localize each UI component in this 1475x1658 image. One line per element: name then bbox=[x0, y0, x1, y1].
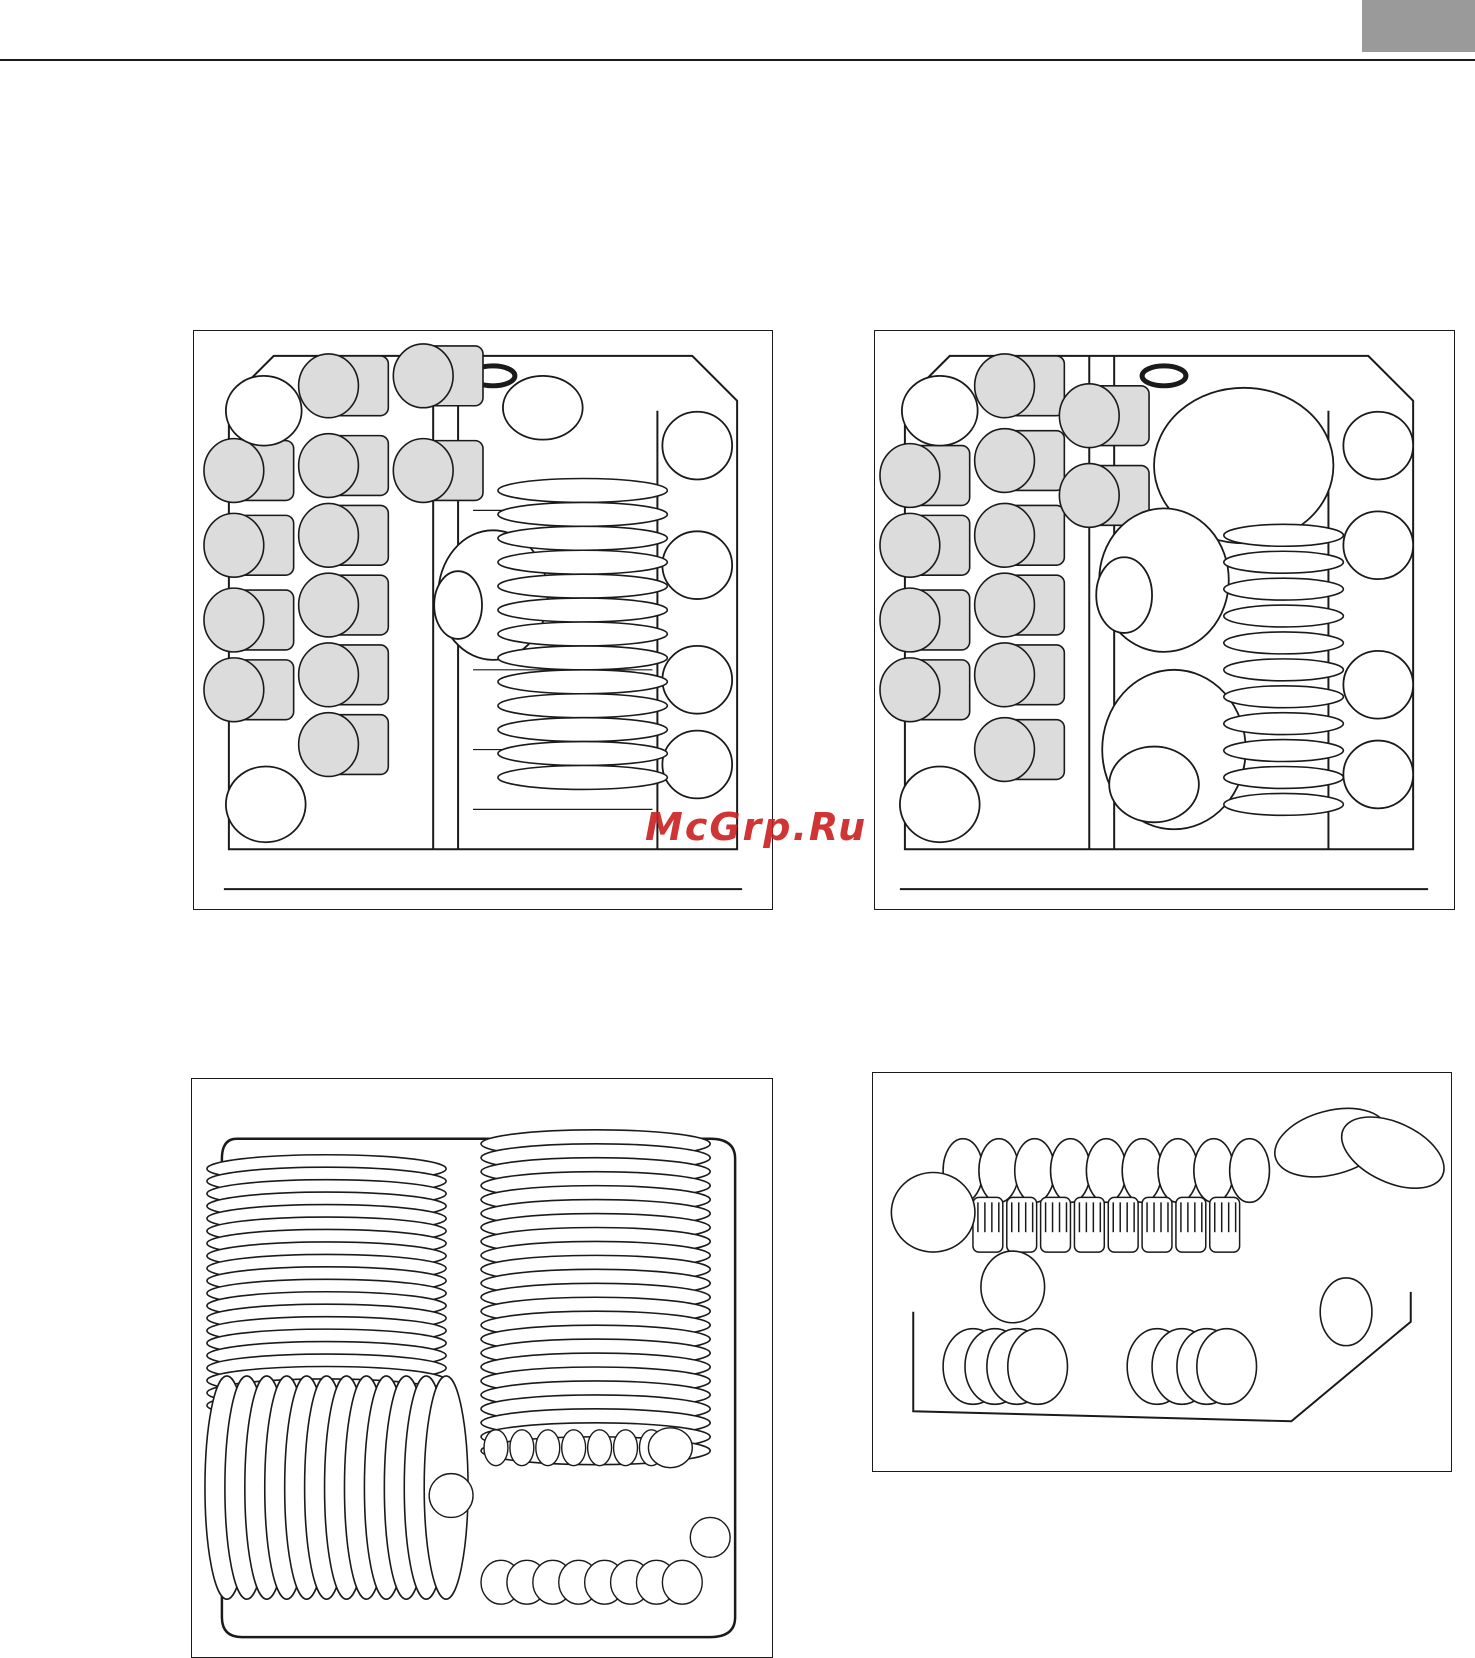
plate bbox=[498, 478, 667, 502]
plate bbox=[498, 550, 667, 574]
glass-rim bbox=[393, 344, 453, 408]
plate bbox=[498, 765, 667, 789]
glass-rim bbox=[299, 573, 359, 637]
header-rule bbox=[0, 59, 1475, 61]
spoon bbox=[662, 1560, 702, 1604]
plate bbox=[1224, 740, 1344, 762]
spoon bbox=[979, 1139, 1019, 1203]
plate bbox=[1224, 686, 1344, 708]
glass-rim bbox=[880, 444, 940, 508]
plate bbox=[1224, 632, 1344, 654]
spoon bbox=[536, 1430, 560, 1466]
plate bbox=[498, 526, 667, 550]
glass-rim bbox=[299, 643, 359, 707]
plate bbox=[1224, 713, 1344, 735]
plate bbox=[1224, 766, 1344, 788]
glass-rim bbox=[1059, 464, 1119, 528]
plate bbox=[498, 622, 667, 646]
plate bbox=[1224, 659, 1344, 681]
glass-rim bbox=[975, 573, 1035, 637]
plate bbox=[498, 742, 667, 766]
dishwasher-upper-basket-illustration-icon bbox=[875, 331, 1454, 909]
watermark-text: McGrp.Ru bbox=[645, 805, 867, 849]
glass-rim bbox=[299, 713, 359, 777]
glass-rim bbox=[299, 434, 359, 498]
plate bbox=[498, 502, 667, 526]
glass-rim bbox=[1059, 384, 1119, 448]
spoon-bowl bbox=[981, 1251, 1045, 1323]
glass-rim bbox=[204, 588, 264, 652]
glass-rim bbox=[975, 718, 1035, 782]
dishwasher-lower-basket-illustration-icon bbox=[192, 1079, 772, 1657]
spoon-bowl bbox=[1320, 1278, 1372, 1346]
glass-rim bbox=[975, 429, 1035, 493]
spoon bbox=[1122, 1139, 1162, 1203]
glass-rim bbox=[880, 588, 940, 652]
spoon-bowl bbox=[1197, 1329, 1257, 1405]
glass-rim bbox=[975, 354, 1035, 418]
glass-rim bbox=[393, 439, 453, 503]
spoon-bowl bbox=[1008, 1329, 1068, 1405]
glass-rim bbox=[299, 503, 359, 567]
plate bbox=[498, 670, 667, 694]
page-corner-tab bbox=[1362, 0, 1475, 52]
glass-rim bbox=[975, 643, 1035, 707]
plate bbox=[498, 646, 667, 670]
plate bbox=[498, 694, 667, 718]
plate bbox=[498, 598, 667, 622]
glass-rim bbox=[975, 503, 1035, 567]
cup bbox=[429, 1474, 473, 1518]
figure-lower-basket bbox=[191, 1078, 773, 1658]
spoon bbox=[588, 1430, 612, 1466]
figure-upper-basket-2 bbox=[874, 330, 1455, 910]
plate bbox=[498, 574, 667, 598]
plate bbox=[1224, 605, 1344, 627]
plate bbox=[1224, 793, 1344, 815]
plate bbox=[1224, 578, 1344, 600]
glass-rim bbox=[204, 658, 264, 722]
glass-rim bbox=[880, 513, 940, 577]
cup bbox=[690, 1517, 730, 1557]
spoon bbox=[1086, 1139, 1126, 1203]
spoon bbox=[1015, 1139, 1055, 1203]
cup bbox=[648, 1428, 692, 1468]
plate bbox=[1224, 551, 1344, 573]
cutlery-basket-illustration-icon bbox=[873, 1073, 1451, 1471]
spoon bbox=[614, 1430, 638, 1466]
spoon bbox=[1051, 1139, 1091, 1203]
figure-cutlery-basket bbox=[872, 1072, 1452, 1472]
spoon bbox=[1230, 1139, 1270, 1203]
glass-rim bbox=[204, 513, 264, 577]
spoon bbox=[1158, 1139, 1198, 1203]
spoon bbox=[562, 1430, 586, 1466]
spoon bbox=[484, 1430, 508, 1466]
spoon bbox=[1194, 1139, 1234, 1203]
glass-rim bbox=[204, 439, 264, 503]
glass-rim bbox=[880, 658, 940, 722]
plate bbox=[498, 718, 667, 742]
glass-rim bbox=[299, 354, 359, 418]
spoon bbox=[510, 1430, 534, 1466]
plate bbox=[1224, 524, 1344, 546]
